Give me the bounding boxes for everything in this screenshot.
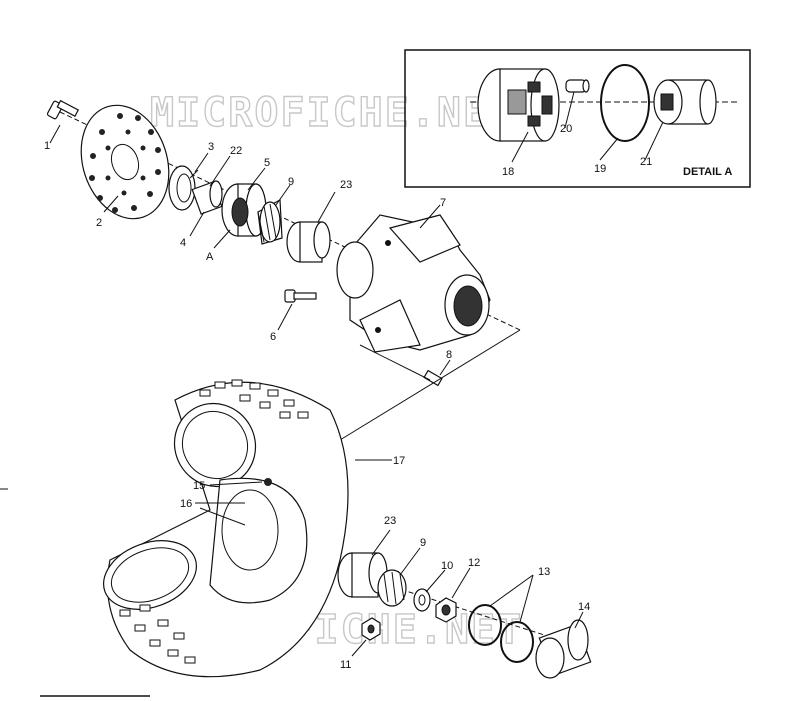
callout-3: 3 [208, 141, 214, 153]
stud-part-8 [423, 369, 443, 387]
callout-18: 18 [502, 166, 514, 178]
callout-8: 8 [446, 349, 452, 361]
wheel-hub-part-7 [336, 214, 491, 353]
callout-11: 11 [340, 659, 351, 671]
callout-9-lower: 9 [420, 537, 426, 549]
callout-7: 7 [440, 197, 446, 209]
callout-6: 6 [270, 331, 276, 343]
o-rings-part-13 [468, 604, 534, 663]
callout-22: 22 [230, 145, 242, 157]
callout-4: 4 [180, 237, 186, 249]
seal-part-3 [168, 165, 196, 211]
detail-a-panel: 18 20 19 21 DETAIL A [404, 49, 751, 188]
detail-pin-part-20 [565, 79, 590, 93]
detail-nut-part-21 [653, 79, 717, 125]
nut-part-11 [361, 617, 381, 641]
spacer-part-4 [191, 180, 223, 215]
callout-23-upper: 23 [340, 179, 352, 191]
callout-19: 19 [594, 163, 606, 175]
callout-12: 12 [468, 557, 480, 569]
callout-13: 13 [538, 566, 550, 578]
rim [209, 477, 308, 604]
callout-5: 5 [264, 157, 270, 169]
bolt-part-6 [284, 289, 317, 303]
callout-23-lower: 23 [384, 515, 396, 527]
callout-9-upper: 9 [288, 176, 294, 188]
callout-14: 14 [578, 601, 590, 613]
detail-hub-part-18 [477, 68, 560, 142]
bearing-part-9-lower [377, 569, 407, 607]
race-part-23-upper [286, 221, 331, 263]
detail-a-title: DETAIL A [683, 166, 732, 178]
nut-part-12 [435, 597, 457, 623]
callout-15: 15 [193, 480, 205, 492]
drive-hub-part-5 [221, 183, 267, 237]
callout-2: 2 [96, 217, 102, 229]
callout-21: 21 [640, 156, 652, 168]
bolt-part-1 [46, 99, 80, 120]
detail-ring-part-19 [600, 64, 650, 142]
callout-16: 16 [180, 498, 192, 510]
callout-A: A [206, 251, 214, 263]
callout-17: 17 [393, 455, 405, 467]
bearing-part-9-upper [257, 199, 283, 245]
washer-part-10 [413, 588, 431, 612]
watermark-top: MICROFICHE.NET [150, 90, 515, 136]
callout-10: 10 [441, 560, 453, 572]
callout-1: 1 [44, 140, 50, 152]
brake-disc-part-2 [80, 104, 170, 220]
callout-20: 20 [560, 123, 572, 135]
hub-cap-part-14 [535, 619, 592, 679]
